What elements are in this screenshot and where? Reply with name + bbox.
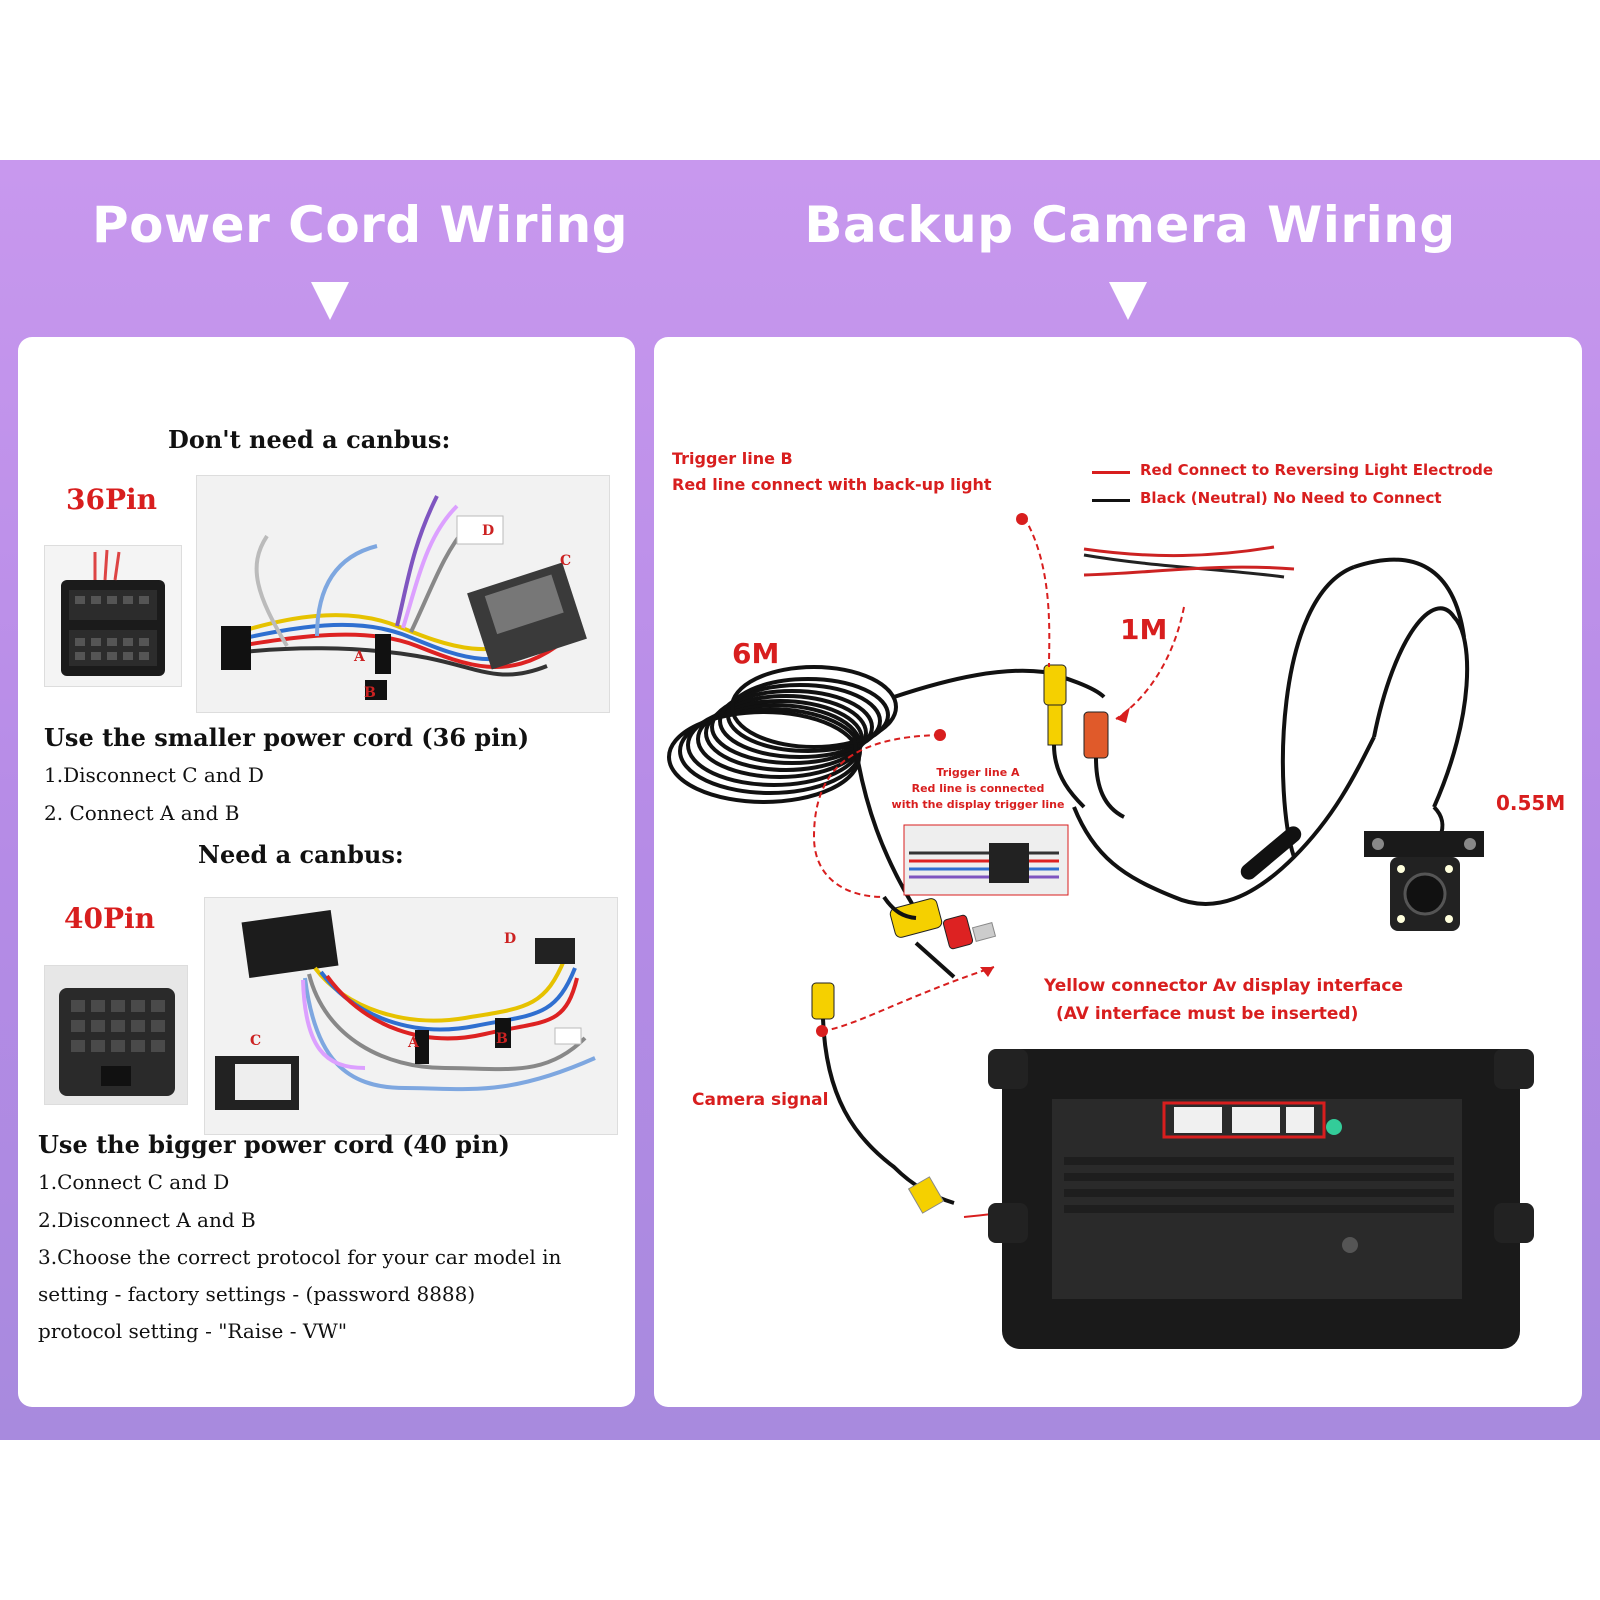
yellow-connector-label: Yellow connector Av display interface bbox=[1044, 976, 1403, 996]
harness-letter-d: D bbox=[482, 523, 495, 539]
harness-letter-b: B bbox=[364, 685, 376, 701]
smaller-cord-title: Use the smaller power cord (36 pin) bbox=[44, 723, 530, 752]
pin36-label: 36Pin bbox=[66, 483, 158, 516]
bigger-cord-title: Use the bigger power cord (40 pin) bbox=[38, 1130, 510, 1159]
canbus-heading: Need a canbus: bbox=[198, 840, 404, 869]
step-text: 1.Connect C and D bbox=[38, 1170, 230, 1194]
pin40-label: 40Pin bbox=[64, 902, 156, 935]
down-arrow-icon bbox=[311, 282, 349, 320]
length-1m: 1M bbox=[1120, 613, 1168, 646]
harness-letter-b: B bbox=[496, 1031, 508, 1047]
no-canbus-heading: Don't need a canbus: bbox=[168, 425, 451, 454]
red-wire-legend-swatch bbox=[1092, 471, 1130, 474]
step-text: 1.Disconnect C and D bbox=[44, 763, 264, 787]
pin40-connector-photo bbox=[44, 965, 188, 1105]
power-cord-panel: Don't need a canbus: 36Pin bbox=[18, 337, 635, 1407]
camera-wiring-illustration bbox=[667, 513, 1534, 1349]
harness-letter-c: C bbox=[250, 1033, 262, 1049]
step-text: 2. Connect A and B bbox=[44, 801, 240, 825]
harness-letter-a: A bbox=[408, 1035, 419, 1051]
trigger-line-a-desc2: with the display trigger line bbox=[891, 798, 1065, 811]
harness-letter-d: D bbox=[504, 931, 517, 947]
camera-signal-label: Camera signal bbox=[692, 1090, 829, 1110]
pin40-harness-photo bbox=[204, 897, 618, 1135]
legend-black: Black (Neutral) No Need to Connect bbox=[1140, 489, 1442, 507]
step-text: protocol setting - "Raise - VW" bbox=[38, 1319, 348, 1343]
harness-letter-a: A bbox=[354, 649, 365, 665]
av-interface-note: (AV interface must be inserted) bbox=[1056, 1004, 1359, 1024]
backup-camera-panel: Trigger line B Red line connect with bac… bbox=[654, 337, 1582, 1407]
step-text: setting - factory settings - (password 8… bbox=[38, 1282, 476, 1306]
pin36-harness-photo bbox=[196, 475, 610, 713]
trigger-line-a-desc1: Red line is connected bbox=[911, 782, 1045, 795]
length-6m: 6M bbox=[732, 637, 780, 670]
length-055m: 0.55M bbox=[1496, 791, 1566, 815]
pin36-connector-photo bbox=[44, 545, 182, 687]
harness-letter-c: C bbox=[560, 553, 572, 569]
legend-red: Red Connect to Reversing Light Electrode bbox=[1140, 461, 1494, 479]
step-text: 3.Choose the correct protocol for your c… bbox=[38, 1245, 562, 1269]
black-wire-legend-swatch bbox=[1092, 499, 1130, 502]
trigger-line-b-desc: Red line connect with back-up light bbox=[672, 475, 992, 494]
backup-camera-wiring-title: Backup Camera Wiring bbox=[804, 196, 1456, 254]
step-text: 2.Disconnect A and B bbox=[38, 1208, 256, 1232]
trigger-line-a-title: Trigger line A bbox=[936, 766, 1020, 779]
power-cord-wiring-title: Power Cord Wiring bbox=[91, 196, 629, 254]
trigger-line-b-title: Trigger line B bbox=[672, 449, 793, 468]
down-arrow-icon bbox=[1109, 282, 1147, 320]
